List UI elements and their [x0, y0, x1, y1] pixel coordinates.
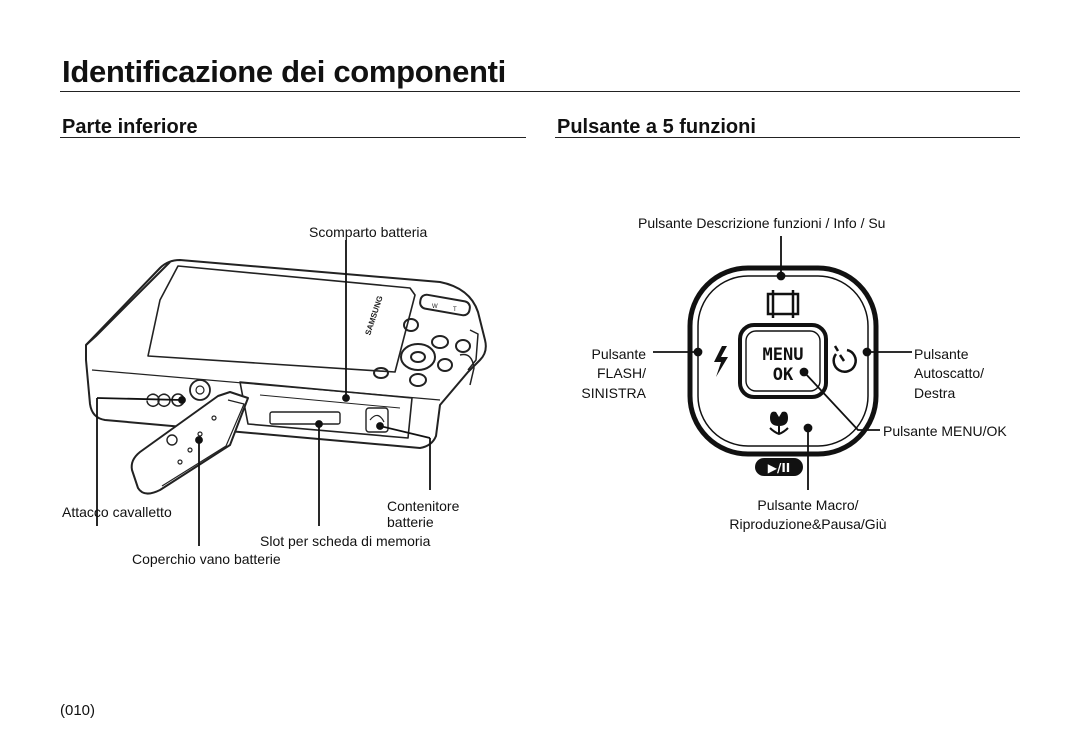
right-section-rule	[555, 137, 1020, 138]
label-flash-1: Pulsante	[591, 346, 646, 362]
lcd-screen	[147, 265, 416, 373]
label-macro-1: Pulsante Macro/	[757, 497, 859, 513]
label-memory-card-slot: Slot per scheda di memoria	[260, 533, 431, 549]
label-battery-cover: Coperchio vano batterie	[132, 551, 281, 567]
camera-body	[85, 259, 487, 449]
menu-text: MENU	[763, 345, 804, 365]
label-flash-3: SINISTRA	[581, 385, 646, 401]
label-macro-2: Riproduzione&Pausa/Giù	[729, 516, 887, 532]
left-section-title: Parte inferiore	[62, 116, 198, 138]
label-battery-holder-1: Contenitore	[387, 498, 460, 514]
play-pause-text: ▶/II	[768, 461, 791, 475]
label-self-timer-2: Autoscatto/	[914, 365, 985, 381]
page-number: (010)	[60, 702, 96, 719]
left-section-rule	[60, 137, 526, 138]
label-battery-holder-2: batterie	[387, 514, 434, 530]
right-section-title: Pulsante a 5 funzioni	[557, 116, 756, 138]
menu-ok-button	[738, 323, 828, 399]
battery-cover	[130, 391, 249, 495]
info-display-icon	[766, 290, 800, 318]
macro-tulip-icon	[769, 411, 789, 436]
title-rule	[60, 91, 1020, 92]
label-self-timer-3: Destra	[914, 385, 956, 401]
page-title: Identificazione dei componenti	[62, 54, 506, 89]
zoom-w-text: W	[432, 304, 438, 310]
play-pause-icon	[755, 458, 803, 476]
battery-compartment	[239, 381, 413, 439]
label-self-timer-1: Pulsante	[914, 346, 969, 362]
label-info-up: Pulsante Descrizione funzioni / Info / S…	[638, 215, 886, 231]
flash-icon	[714, 346, 728, 377]
zoom-t-text: T	[453, 307, 457, 313]
self-timer-icon	[832, 345, 857, 373]
label-battery-compartment: Scomparto batteria	[309, 224, 428, 240]
label-tripod-mount: Attacco cavalletto	[62, 504, 172, 520]
label-flash-2: FLASH/	[596, 365, 646, 381]
ok-text: OK	[773, 365, 794, 385]
label-menu-ok: Pulsante MENU/OK	[883, 423, 1007, 439]
